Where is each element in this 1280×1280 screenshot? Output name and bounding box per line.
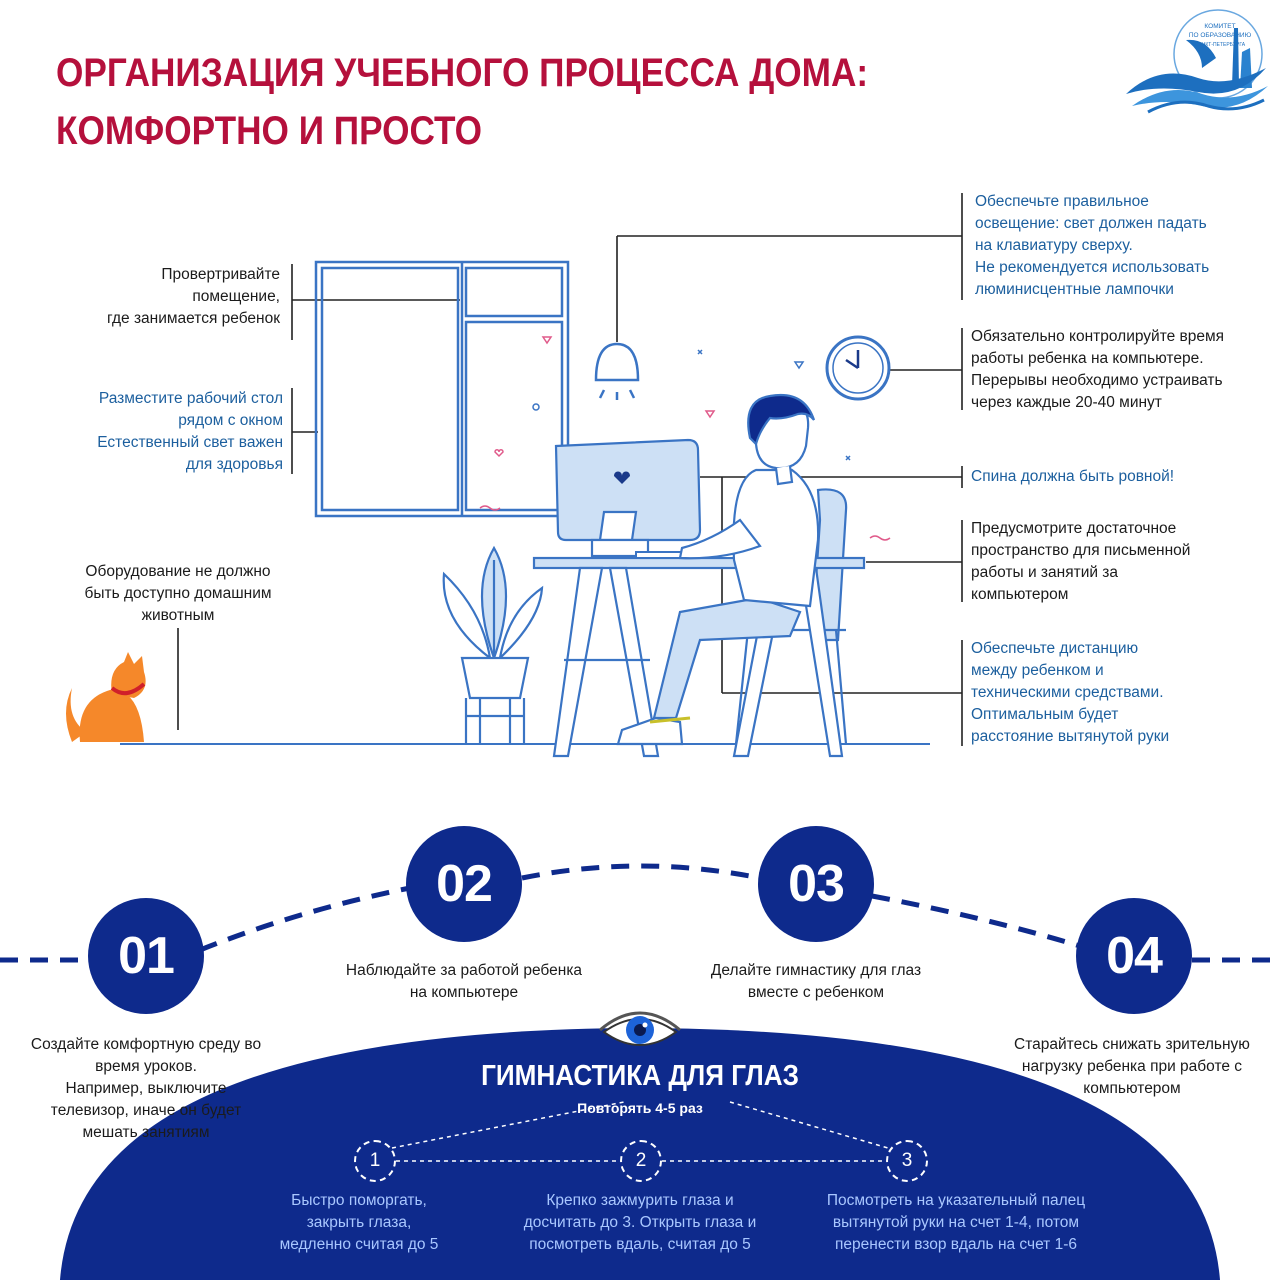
decorations: [479, 336, 891, 541]
step-4-text: Старайтесь снижать зрительную нагрузку р…: [1014, 1036, 1250, 1097]
logo-text-3: САНКТ-ПЕТЕРБУРГА: [1195, 42, 1246, 48]
step-1-badge: 01: [88, 898, 204, 1014]
dashed-path-3: [521, 863, 761, 881]
tip-space: Предусмотрите достаточное пространство д…: [971, 520, 1191, 603]
eye-icon: [599, 1011, 681, 1046]
step-1-text: Создайте комфортную среду во время уроко…: [30, 1036, 262, 1141]
tip-time: Обязательно контролируйте время работы р…: [971, 328, 1225, 411]
plant: [442, 545, 544, 744]
step-3-badge: 03: [758, 826, 874, 942]
connector-top-right: [729, 1101, 889, 1149]
dashed-path-4: [871, 893, 1081, 949]
dashed-path-2: [199, 885, 411, 953]
gymnastics-repeat: Повторять 4-5 раз: [577, 1100, 703, 1116]
desk: [532, 556, 866, 758]
title-line-1: ОРГАНИЗАЦИЯ УЧЕБНОГО ПРОЦЕССА ДОМА:: [56, 51, 869, 95]
exercise-3-text: Посмотреть на указательный палец вытянут…: [826, 1192, 1086, 1253]
gymnastics-title: ГИМНАСТИКА ДЛЯ ГЛАЗ: [481, 1060, 799, 1092]
title-line-2: КОМФОРТНО И ПРОСТО: [56, 109, 483, 153]
exercise-1-badge: 1: [354, 1140, 396, 1182]
wall-clock: [825, 335, 891, 401]
step-3-text: Делайте гимнастику для глаз вместе с реб…: [710, 962, 922, 1001]
tip-distance: Обеспечьте дистанцию между ребенком и те…: [971, 640, 1170, 745]
step-2-text: Наблюдайте за работой ребенка на компьют…: [345, 962, 583, 1001]
tip-pets: Оборудование не должно быть доступно дом…: [84, 563, 272, 624]
workspace-illustration: [66, 193, 963, 758]
committee-logo: КОМИТЕТ ПО ОБРАЗОВАНИЮ САНКТ-ПЕТЕРБУРГА: [1126, 9, 1268, 114]
callout-lines: [177, 193, 963, 746]
window: [314, 260, 570, 518]
logo-text-1: КОМИТЕТ: [1204, 23, 1235, 30]
tip-back: Спина должна быть ровной!: [971, 468, 1175, 485]
lamp: [594, 342, 640, 400]
child: [616, 393, 820, 746]
exercise-2-badge: 2: [620, 1140, 662, 1182]
step-4-badge: 04: [1076, 898, 1192, 1014]
page-title: ОРГАНИЗАЦИЯ УЧЕБНОГО ПРОЦЕССА ДОМА: КОМФ…: [56, 44, 869, 160]
exercise-2-text: Крепко зажмурить глаза и досчитать до 3.…: [523, 1192, 757, 1253]
tip-lighting: Обеспечьте правильное освещение: свет до…: [975, 193, 1210, 298]
exercise-1-text: Быстро поморгать, закрыть глаза, медленн…: [279, 1192, 439, 1253]
tip-ventilate: Провертривайте помещение, где занимается…: [107, 266, 280, 327]
tip-desk-window: Разместите рабочий стол рядом с окном Ес…: [97, 390, 283, 473]
computer-monitor: [554, 438, 702, 558]
step-2-badge: 02: [406, 826, 522, 942]
cat: [66, 652, 146, 742]
exercise-3-badge: 3: [886, 1140, 928, 1182]
logo-text-2: ПО ОБРАЗОВАНИЮ: [1189, 32, 1252, 39]
